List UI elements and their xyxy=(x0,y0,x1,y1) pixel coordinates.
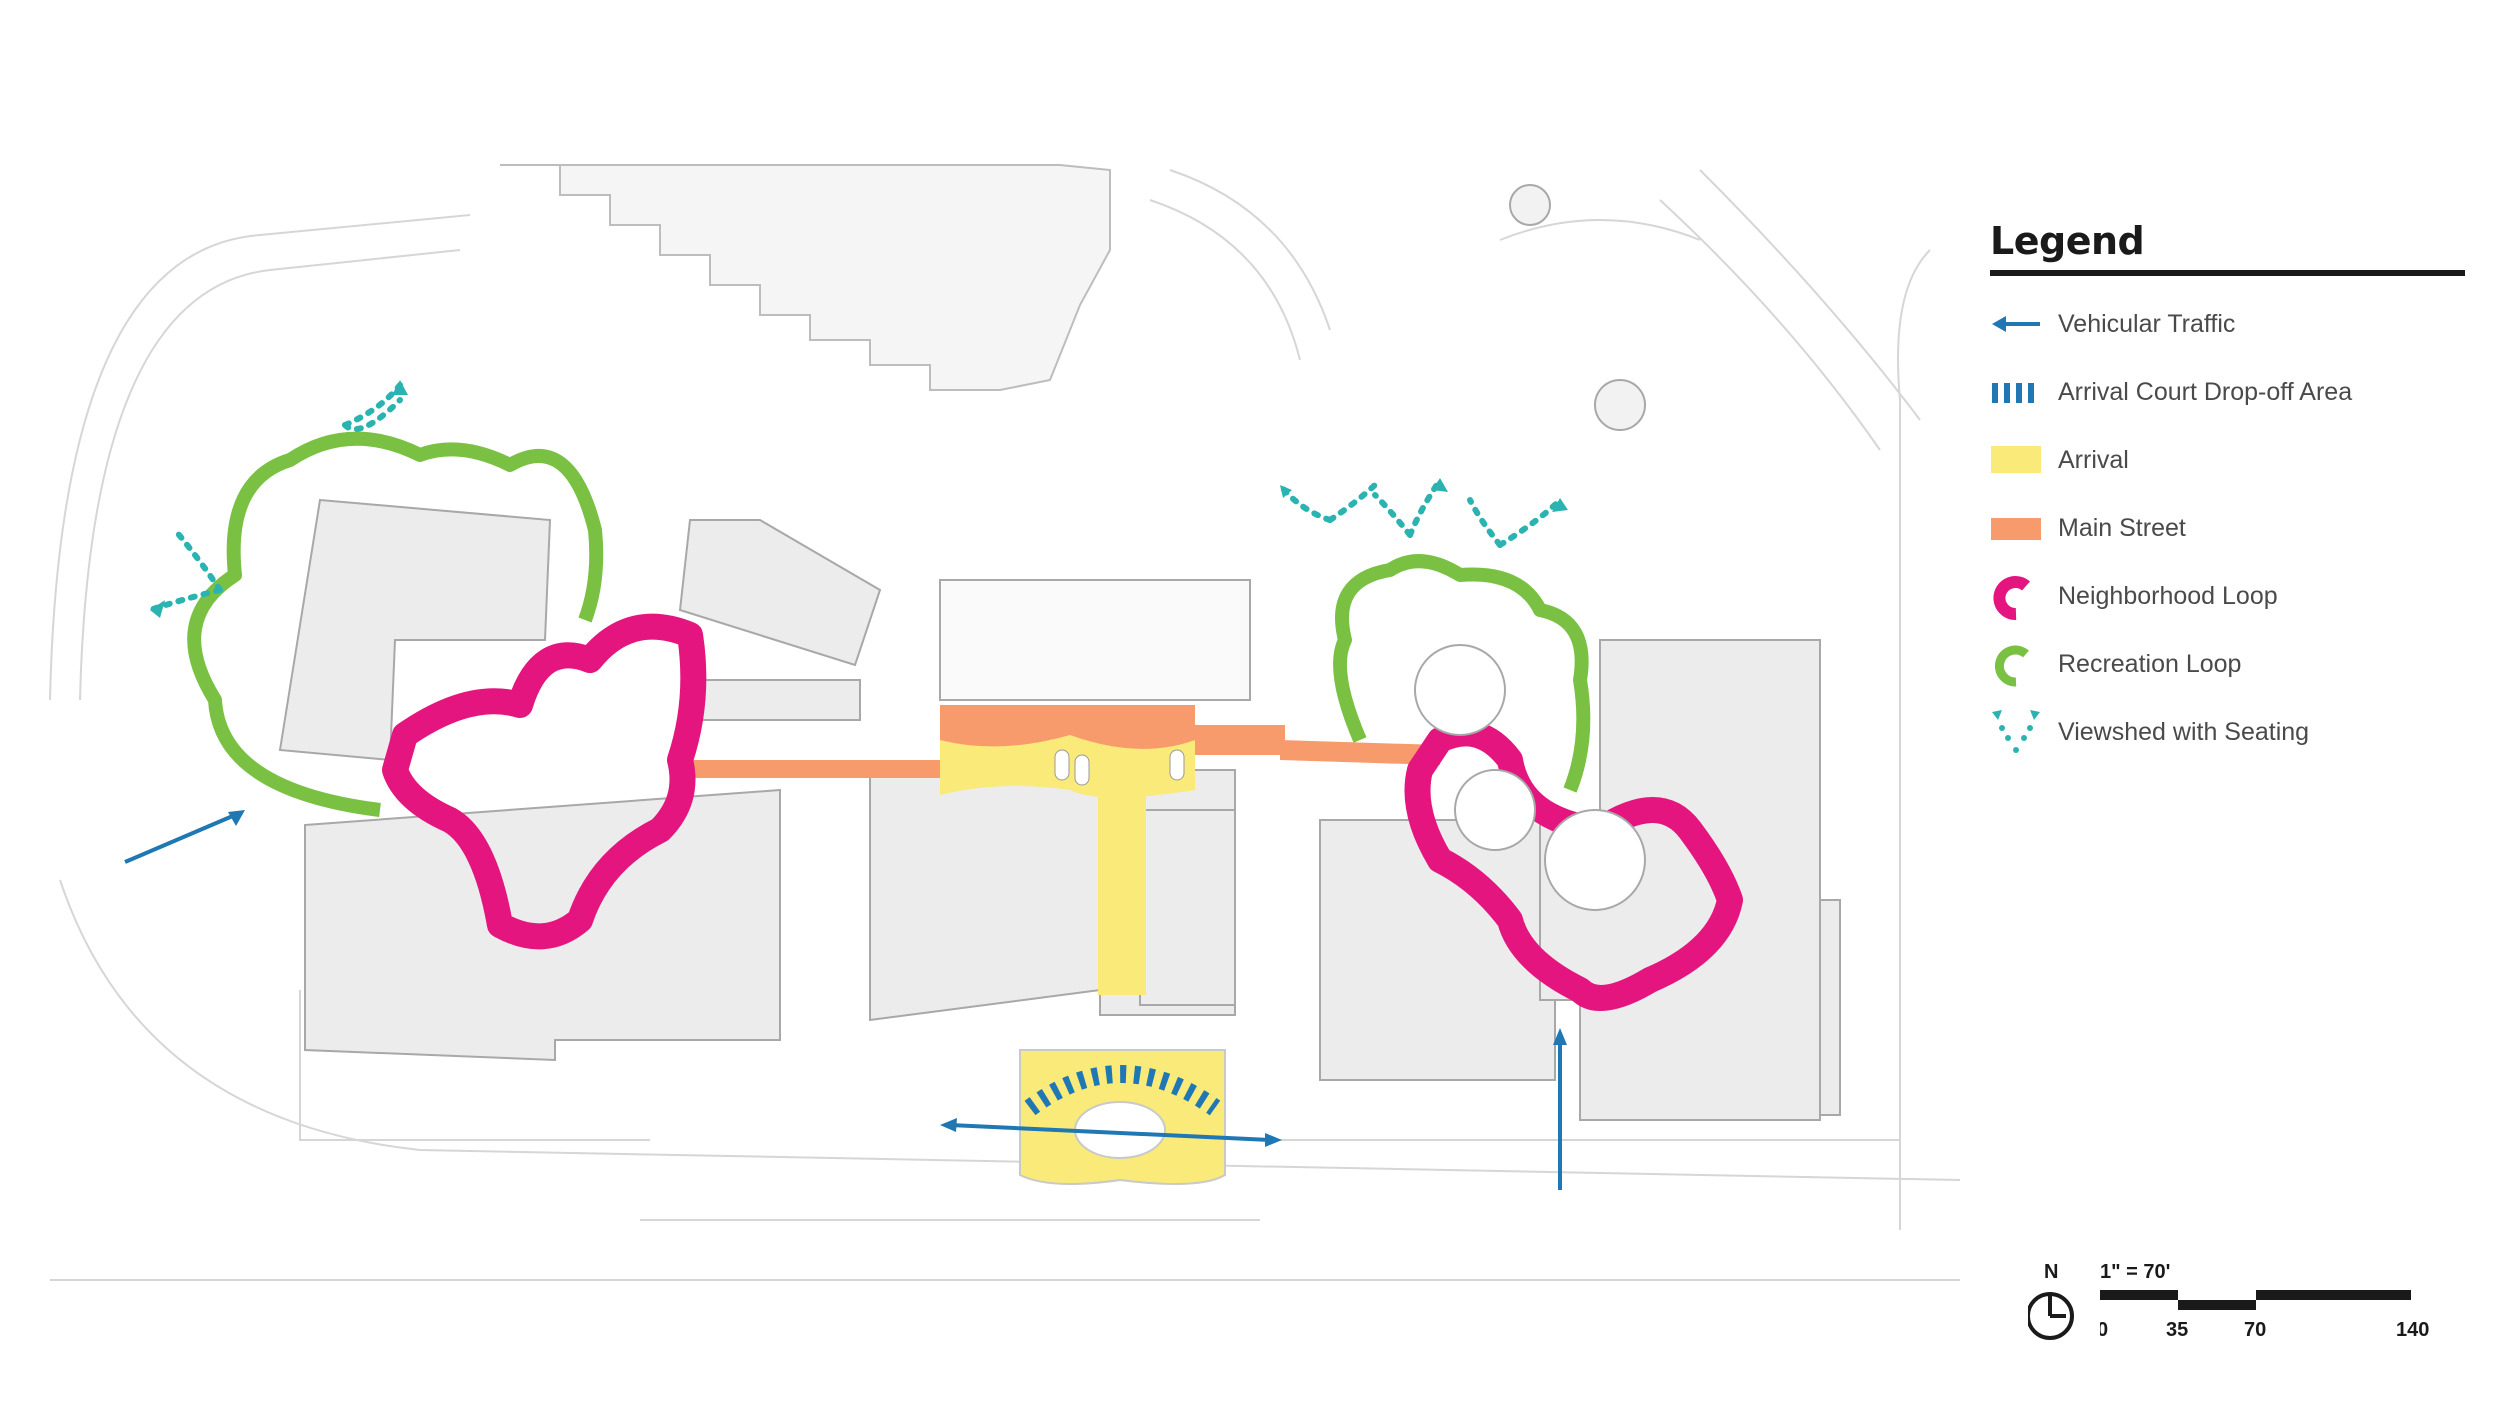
legend-title: Legend xyxy=(1990,219,2145,263)
arrow-left-icon xyxy=(1990,298,2042,350)
vehicular-traffic-arrows xyxy=(124,810,1567,1190)
scale-tick-label: 70 xyxy=(2244,1319,2266,1341)
recreation-loops xyxy=(187,431,1591,817)
viewshed-arrowheads xyxy=(150,380,1568,618)
square-icon xyxy=(1990,434,2042,486)
legend-label: Neighborhood Loop xyxy=(2058,581,2278,610)
main-street-path xyxy=(680,725,1440,778)
legend-item-arrival: Arrival xyxy=(1990,426,2465,494)
legend-item-main-street: Main Street xyxy=(1990,494,2465,562)
north-pointer xyxy=(2048,1294,2066,1318)
scale-tick-label: 35 xyxy=(2166,1319,2188,1341)
buildings xyxy=(278,498,1841,1121)
scale-tick-label: 140 xyxy=(2396,1319,2429,1341)
context-linework xyxy=(49,169,1961,1281)
legend-label: Viewshed with Seating xyxy=(2058,717,2310,746)
legend-panel: Legend Vehicular Traffic Arrival Court D… xyxy=(1990,218,2465,766)
legend-label: Recreation Loop xyxy=(2058,649,2242,678)
legend-item-arrival-court-dropoff: Arrival Court Drop-off Area xyxy=(1990,358,2465,426)
loop-icon xyxy=(1990,570,2042,622)
viewshed-icon xyxy=(1990,706,2042,758)
legend-label: Arrival xyxy=(2058,445,2129,474)
site-plan-map xyxy=(49,164,1961,1281)
scale-segment xyxy=(2178,1300,2256,1310)
legend-item-recreation-loop: Recreation Loop xyxy=(1990,630,2465,698)
legend-label: Vehicular Traffic xyxy=(2058,309,2236,338)
loop-icon xyxy=(1990,638,2042,690)
legend-divider xyxy=(1990,270,2465,276)
legend-list: Vehicular Traffic Arrival Court Drop-off… xyxy=(1990,290,2465,766)
legend-item-vehicular-traffic: Vehicular Traffic xyxy=(1990,290,2465,358)
circular-features xyxy=(1414,184,1646,911)
legend-label: Arrival Court Drop-off Area xyxy=(2058,377,2353,406)
neighborhood-loops xyxy=(382,613,1743,1011)
scale-bar: 1" = 70' 0 35 70 140 xyxy=(2100,1261,2429,1341)
scale-segment xyxy=(2256,1290,2411,1300)
square-icon xyxy=(1990,502,2042,554)
legend-label: Main Street xyxy=(2058,513,2186,542)
legend-item-viewshed: Viewshed with Seating xyxy=(1990,698,2465,766)
arrival-court-dropoff xyxy=(1024,1065,1221,1116)
context-building-north xyxy=(500,164,1111,391)
scale-segment xyxy=(2100,1290,2178,1300)
scale-ratio: 1" = 70' xyxy=(2100,1261,2170,1283)
north-label: N xyxy=(2044,1261,2058,1283)
north-arrow: N xyxy=(2028,1261,2074,1340)
dashes-icon xyxy=(1990,366,2042,418)
legend-item-neighborhood-loop: Neighborhood Loop xyxy=(1990,562,2465,630)
scale-tick-label: 0 xyxy=(2100,1319,2108,1341)
